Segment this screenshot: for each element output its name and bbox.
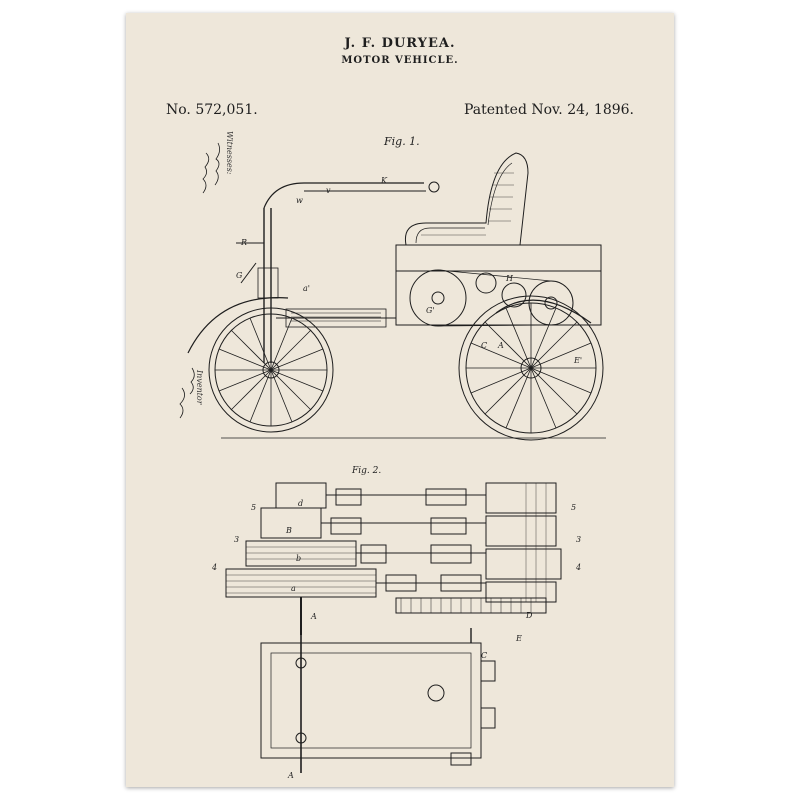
svg-text:A: A [497, 341, 504, 350]
svg-text:B: B [285, 526, 292, 535]
steering-gear [236, 181, 440, 363]
svg-text:E': E' [573, 356, 582, 365]
svg-text:C: C [481, 651, 487, 660]
engine-block [260, 628, 496, 773]
rear-wheel [458, 295, 604, 441]
svg-text:R: R [240, 238, 247, 247]
svg-text:D: D [525, 611, 533, 620]
svg-text:3: 3 [234, 535, 239, 544]
patent-date: Patented Nov. 24, 1896. [463, 102, 634, 118]
svg-text:d: d [298, 499, 303, 508]
right-pulley-stack [485, 482, 562, 603]
svg-text:5: 5 [251, 503, 256, 512]
svg-text:v: v [326, 186, 331, 195]
fig1-label: Fig. 1. [384, 135, 420, 148]
svg-text:A: A [287, 771, 294, 780]
patent-poster: J. F. DURYEA. MOTOR VEHICLE. No. 572,051… [126, 13, 674, 787]
inventor-signature [179, 367, 195, 419]
svg-text:4: 4 [211, 563, 217, 572]
countershaft-gearing [300, 488, 547, 635]
svg-text:G': G' [426, 306, 435, 315]
inventor-name: J. F. DURYEA. [344, 36, 456, 51]
svg-text:4: 4 [575, 563, 581, 572]
patent-title: MOTOR VEHICLE. [341, 55, 459, 66]
fig2-label: Fig. 2. [352, 466, 382, 476]
patent-number: No. 572,051. [166, 102, 258, 118]
patent-drawing: K v w R G G' E' H C A a' [179, 142, 606, 780]
svg-text:G: G [236, 271, 243, 280]
witness-signatures [202, 142, 220, 194]
svg-text:w: w [296, 196, 303, 205]
vehicle-seat [404, 152, 529, 246]
svg-text:5: 5 [571, 503, 576, 512]
svg-text:A: A [310, 612, 317, 621]
fig2-drawing: 5 3 4 5 3 4 d B b a A D E C A [211, 482, 581, 780]
svg-text:C: C [481, 341, 487, 350]
vehicle-body [276, 244, 602, 328]
fig1-drawing: K v w R G G' E' H C A a' [187, 152, 606, 441]
svg-text:K: K [380, 176, 388, 185]
svg-text:3: 3 [576, 535, 581, 544]
svg-text:E: E [515, 634, 522, 643]
svg-text:b: b [296, 554, 301, 563]
svg-text:a': a' [303, 284, 310, 293]
svg-text:a: a [291, 584, 296, 593]
svg-text:H: H [505, 274, 514, 283]
